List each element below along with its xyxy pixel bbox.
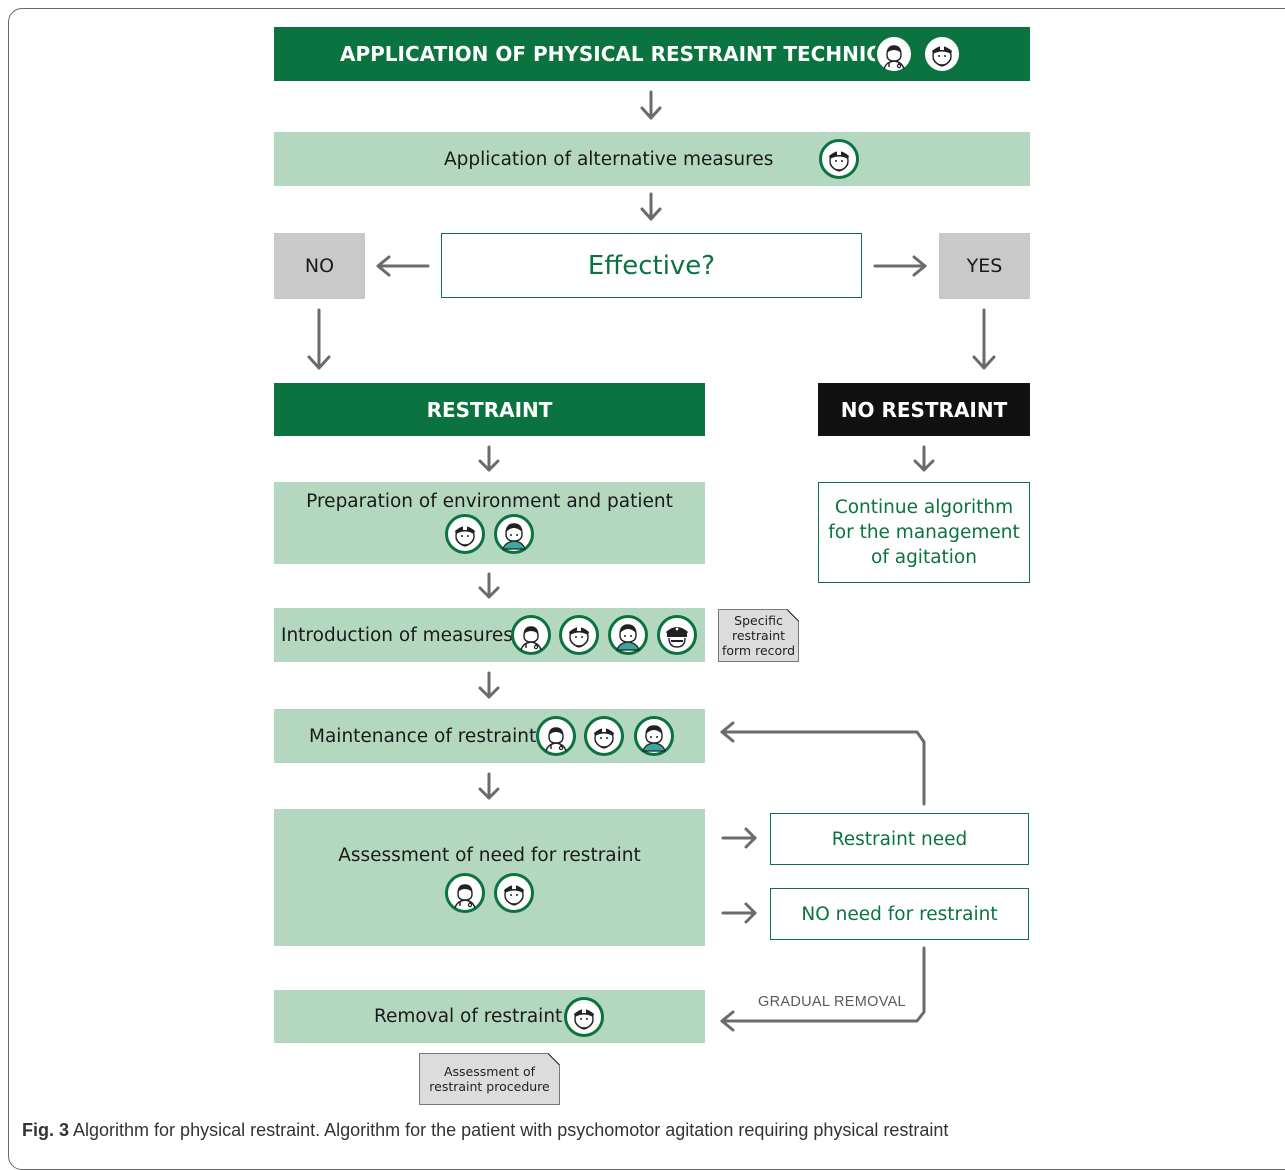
alternative-measures-label: Application of alternative measures [444,148,774,170]
assessment-procedure-label: Assessment of restraint procedure [429,1064,550,1094]
removal-box: Removal of restraint [274,990,705,1043]
yes-label: YES [966,255,1003,277]
nursing-assistant-icon [634,716,674,756]
gradual-removal-label: GRADUAL REMOVAL [758,994,906,1010]
specific-form-label: Specific restraint form record [721,613,796,658]
nurse-icon [445,514,485,554]
maintenance-box: Maintenance of restraint [274,709,705,763]
assessment-label: Assessment of need for restraint [338,845,641,866]
arrow-to-yes [873,255,927,277]
restraint-header: RESTRAINT [274,383,705,436]
arrow-to-no-need [721,902,757,924]
alternative-measures-box: Application of alternative measures [274,132,1030,186]
arrow-no-to-restraint [307,308,331,370]
arrow-down-3 [478,445,500,472]
arrow-down-6 [478,671,500,699]
nursing-assistant-icon [608,615,648,655]
arrow-down-1 [640,90,662,120]
assessment-box: Assessment of need for restraint [274,809,705,946]
nurse-icon [819,139,859,179]
arrow-yes-to-no-restraint [972,308,996,370]
doctor-icon [445,873,485,913]
application-label: APPLICATION OF PHYSICAL RESTRAINT TECHNI… [340,42,914,66]
nurse-icon [584,716,624,756]
no-need-box: NO need for restraint [770,888,1029,940]
no-label: NO [304,255,335,277]
no-need-label: NO need for restraint [801,903,998,925]
continue-label: Continue algorithm for the management of… [828,497,1020,568]
doctor-icon [874,34,914,74]
doctor-icon [511,615,551,655]
introduction-label: Introduction of measures [281,624,513,646]
preparation-label: Preparation of environment and patient [306,491,673,512]
nursing-assistant-icon [494,514,534,554]
continue-algorithm-box: Continue algorithm for the management of… [818,482,1030,583]
maintenance-label: Maintenance of restraint [309,725,537,747]
arrow-down-7 [478,772,500,800]
nurse-icon [559,615,599,655]
security-guard-icon [657,615,697,655]
arrow-down-4 [913,445,935,472]
no-restraint-label: NO RESTRAINT [840,397,1008,422]
doctor-icon [536,716,576,756]
removal-label: Removal of restraint [374,1006,563,1027]
restraint-need-label: Restraint need [831,828,968,850]
loop-back-arrow [720,721,926,806]
preparation-box: Preparation of environment and patient [274,482,705,564]
caption-label: Fig. 3 [22,1120,70,1140]
arrow-to-no [376,255,430,277]
no-box: NO [274,233,365,299]
specific-form-note: Specific restraint form record [718,609,799,662]
arrow-to-restraint-need [721,827,757,849]
nurse-icon [494,873,534,913]
restraint-label: RESTRAINT [426,397,553,422]
arrow-down-2 [640,192,662,221]
nurse-icon [922,34,962,74]
nurse-icon [564,997,604,1037]
effective-label: Effective? [587,250,716,281]
gradual-removal-arrow [720,946,926,1032]
arrow-down-5 [478,572,500,599]
caption-text: Algorithm for physical restraint. Algori… [69,1120,949,1140]
effective-decision-box: Effective? [441,233,862,298]
restraint-need-box: Restraint need [770,813,1029,865]
figure-caption: Fig. 3 Algorithm for physical restraint.… [22,1120,948,1141]
yes-box: YES [939,233,1030,299]
assessment-procedure-note: Assessment of restraint procedure [419,1053,560,1105]
application-header: APPLICATION OF PHYSICAL RESTRAINT TECHNI… [274,27,1030,81]
no-restraint-header: NO RESTRAINT [818,383,1030,436]
